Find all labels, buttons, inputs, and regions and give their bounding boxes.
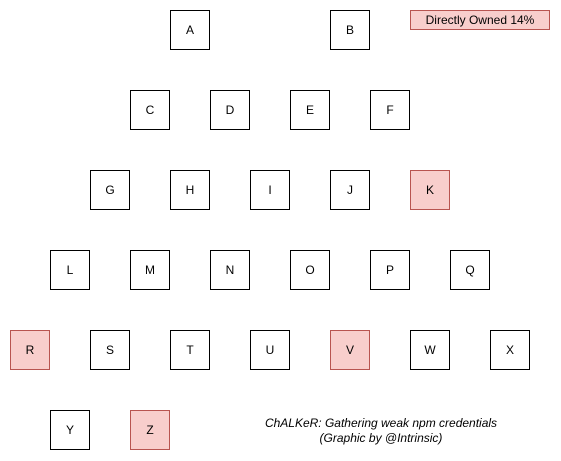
- package-node-s: S: [90, 330, 130, 370]
- package-node-label: J: [347, 183, 353, 197]
- package-node-k: K: [410, 170, 450, 210]
- legend-directly-owned: Directly Owned 14%: [410, 10, 550, 30]
- package-node-b: B: [330, 10, 370, 50]
- package-node-v: V: [330, 330, 370, 370]
- package-node-l: L: [50, 250, 90, 290]
- package-node-label: Q: [465, 263, 475, 277]
- package-node-label: X: [505, 343, 514, 357]
- package-node-label: R: [25, 343, 35, 357]
- package-node-label: O: [305, 263, 315, 277]
- package-node-label: T: [186, 343, 194, 357]
- package-node-d: D: [210, 90, 250, 130]
- package-node-label: L: [66, 263, 74, 277]
- package-node-p: P: [370, 250, 410, 290]
- package-node-label: F: [386, 103, 394, 117]
- package-node-label: K: [425, 183, 434, 197]
- package-node-label: C: [145, 103, 155, 117]
- package-node-label: V: [345, 343, 354, 357]
- package-node-a: A: [170, 10, 210, 50]
- package-node-label: B: [345, 23, 354, 37]
- package-node-y: Y: [50, 410, 90, 450]
- package-node-w: W: [410, 330, 450, 370]
- package-node-q: Q: [450, 250, 490, 290]
- package-node-t: T: [170, 330, 210, 370]
- package-node-u: U: [250, 330, 290, 370]
- package-node-label: P: [385, 263, 394, 277]
- package-node-c: C: [130, 90, 170, 130]
- package-node-o: O: [290, 250, 330, 290]
- caption-title: ChALKeR: Gathering weak npm credentials: [264, 416, 498, 430]
- caption-credit: (Graphic by @Intrinsic): [319, 431, 443, 445]
- package-node-i: I: [250, 170, 290, 210]
- package-node-label: A: [185, 23, 194, 37]
- package-node-x: X: [490, 330, 530, 370]
- package-node-e: E: [290, 90, 330, 130]
- diagram-caption: ChALKeR: Gathering weak npm credentials …: [240, 416, 522, 446]
- package-node-label: H: [185, 183, 195, 197]
- package-node-label: G: [105, 183, 115, 197]
- package-node-label: I: [268, 183, 272, 197]
- package-node-label: U: [265, 343, 275, 357]
- package-node-n: N: [210, 250, 250, 290]
- package-node-label: Z: [146, 423, 154, 437]
- package-node-g: G: [90, 170, 130, 210]
- package-node-label: M: [145, 263, 155, 277]
- package-node-label: D: [225, 103, 235, 117]
- package-node-h: H: [170, 170, 210, 210]
- legend-label: Directly Owned 14%: [425, 13, 535, 27]
- package-node-j: J: [330, 170, 370, 210]
- package-node-label: N: [225, 263, 235, 277]
- package-node-label: E: [305, 103, 314, 117]
- package-node-r: R: [10, 330, 50, 370]
- package-node-label: S: [105, 343, 114, 357]
- package-node-m: M: [130, 250, 170, 290]
- package-node-label: Y: [65, 423, 74, 437]
- package-node-z: Z: [130, 410, 170, 450]
- package-node-f: F: [370, 90, 410, 130]
- package-node-label: W: [424, 343, 436, 357]
